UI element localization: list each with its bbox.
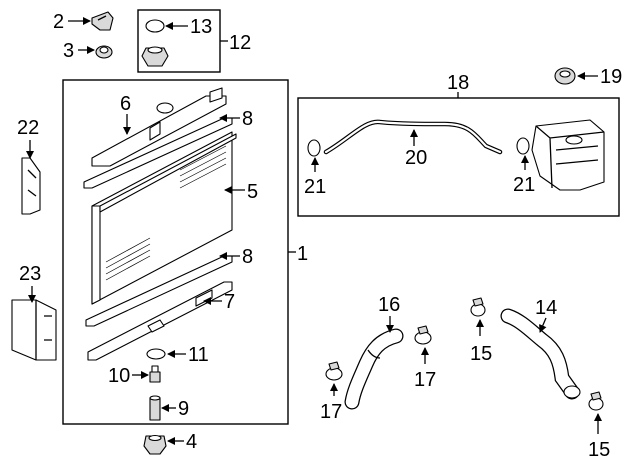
part-11-washer (146, 348, 166, 360)
callout-1: 1 (297, 243, 308, 265)
callout-23: 23 (19, 263, 41, 285)
callout-9: 9 (178, 398, 189, 420)
part-22-bracket (21, 157, 41, 215)
callout-18: 18 (447, 72, 469, 94)
part-23-air-guide (11, 299, 57, 361)
callout-5: 5 (247, 181, 258, 203)
leader-14 (539, 317, 547, 333)
part-12-radiator-cap (141, 46, 169, 67)
callout-8b: 8 (242, 246, 253, 268)
callout-19: 19 (600, 66, 622, 88)
part-2-clip (91, 11, 114, 31)
callout-4: 4 (186, 431, 197, 453)
part-14-radiator-hose-upper (500, 308, 581, 400)
part-3-grommet (95, 45, 113, 59)
part-4-insulator (143, 434, 167, 455)
callout-7: 7 (224, 291, 235, 313)
part-21-clamp-right (516, 137, 530, 155)
part-17-clamp-upper (414, 325, 432, 345)
part-15-clamp-upper (470, 297, 486, 317)
part-18-reservoir-tank (531, 119, 605, 191)
part-16-radiator-hose-lower (344, 328, 404, 410)
callout-21a: 21 (304, 176, 326, 198)
callout-21b: 21 (513, 174, 535, 196)
part-21-clamp-left (307, 139, 321, 157)
callout-2: 2 (53, 11, 64, 33)
callout-17b: 17 (414, 369, 436, 391)
part-10-drain-plug (149, 365, 161, 383)
part-19-reservoir-cap (554, 67, 576, 85)
part-6-upper-tank (91, 87, 227, 167)
callout-16: 16 (378, 294, 400, 316)
part-5-radiator-core (91, 131, 237, 305)
part-20-hose-bore (324, 120, 502, 154)
part-15-clamp-lower (588, 391, 604, 411)
callout-15b: 15 (588, 439, 610, 461)
callout-3: 3 (63, 40, 74, 62)
callout-10: 10 (108, 365, 130, 387)
part-13-seal (145, 19, 165, 33)
callout-14: 14 (535, 297, 557, 319)
callout-12: 12 (229, 32, 251, 54)
callout-17a: 17 (320, 401, 342, 423)
callout-22: 22 (17, 117, 39, 139)
callout-6: 6 (120, 93, 131, 115)
callout-11: 11 (188, 344, 209, 366)
callout-15a: 15 (470, 343, 492, 365)
part-17-clamp-lower (325, 361, 343, 381)
part-9-pin (149, 395, 161, 421)
callout-13: 13 (190, 16, 212, 38)
callout-20: 20 (405, 147, 427, 169)
callout-8a: 8 (242, 108, 253, 130)
